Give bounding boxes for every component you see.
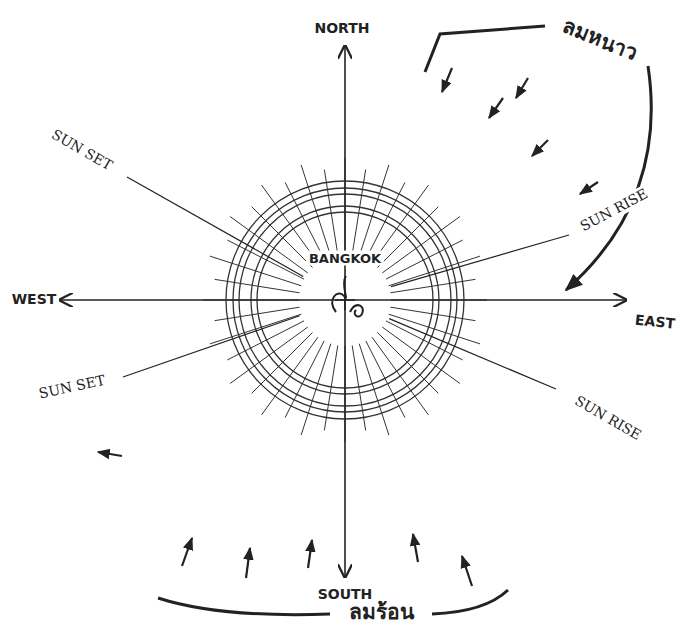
wind-arrow xyxy=(182,538,192,566)
wind-arrow xyxy=(413,534,418,562)
wind-arrows xyxy=(98,26,651,615)
monsoon-label: ลมหนาว xyxy=(557,13,643,67)
wind-bracket xyxy=(425,26,545,72)
wind-arrow xyxy=(98,452,122,456)
sunset-label: SUN SET xyxy=(47,125,117,175)
compass-axis xyxy=(344,46,346,310)
direction-label: NORTH xyxy=(312,20,371,37)
city-name: BANGKOK xyxy=(306,251,384,266)
compass-axes xyxy=(60,46,626,577)
wind-arrow xyxy=(462,556,472,586)
circle-border xyxy=(226,181,464,419)
sunset-label: SUN SET xyxy=(35,371,108,402)
wind-arrow xyxy=(489,98,503,118)
sunrise-label: SUN RISE xyxy=(576,184,653,235)
compass-axis xyxy=(344,290,346,577)
leader-line xyxy=(391,235,569,287)
leader-line xyxy=(389,319,556,389)
leader-lines xyxy=(123,177,569,389)
center-symbol xyxy=(332,276,363,317)
leader-line xyxy=(127,177,303,276)
direction-label: EAST xyxy=(632,311,678,332)
compass-axis xyxy=(335,299,626,301)
leader-line xyxy=(123,316,300,377)
wind-bracket xyxy=(432,590,508,614)
wind-bracket xyxy=(566,66,651,290)
wind-arrow xyxy=(442,68,452,92)
monsoon-label: ลมร้อน xyxy=(347,600,416,625)
direction-label: WEST xyxy=(10,291,59,308)
sunrise-label: SUN RISE xyxy=(570,391,646,445)
compass-circle: BANGKOK xyxy=(223,178,467,422)
wind-bracket xyxy=(158,598,330,615)
wind-arrow xyxy=(308,540,312,568)
circle-outline xyxy=(223,178,467,422)
wind-arrow xyxy=(532,140,548,156)
wind-arrow xyxy=(580,182,598,194)
wind-arrow xyxy=(246,548,250,578)
wind-arrow xyxy=(516,78,528,98)
compass-axis xyxy=(60,299,355,301)
